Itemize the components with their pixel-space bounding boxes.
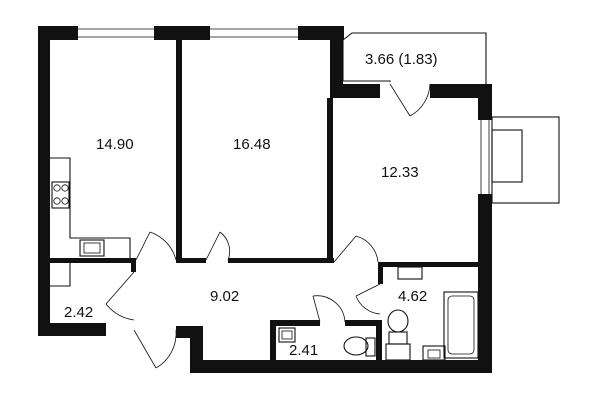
interior-walls (38, 40, 492, 364)
doors (105, 83, 431, 369)
room-3-area: 12.33 (381, 164, 419, 181)
ac-unit-outline (491, 116, 560, 204)
toilet-area: 2.41 (289, 342, 318, 359)
bathroom-area: 4.62 (398, 288, 427, 305)
storage-area: 2.42 (64, 304, 93, 321)
storage-shelf (50, 263, 71, 287)
toilet-fixtures (278, 327, 376, 357)
room-2-area: 16.48 (233, 136, 271, 153)
balcony-area: 3.66 (1.83) (365, 51, 438, 68)
hallway-area: 9.02 (210, 288, 239, 305)
exterior-walls (38, 26, 492, 373)
bathroom-fixtures (385, 266, 479, 361)
windows (78, 28, 490, 194)
kitchen-counter (50, 157, 131, 258)
room-1-area: 14.90 (96, 136, 134, 153)
